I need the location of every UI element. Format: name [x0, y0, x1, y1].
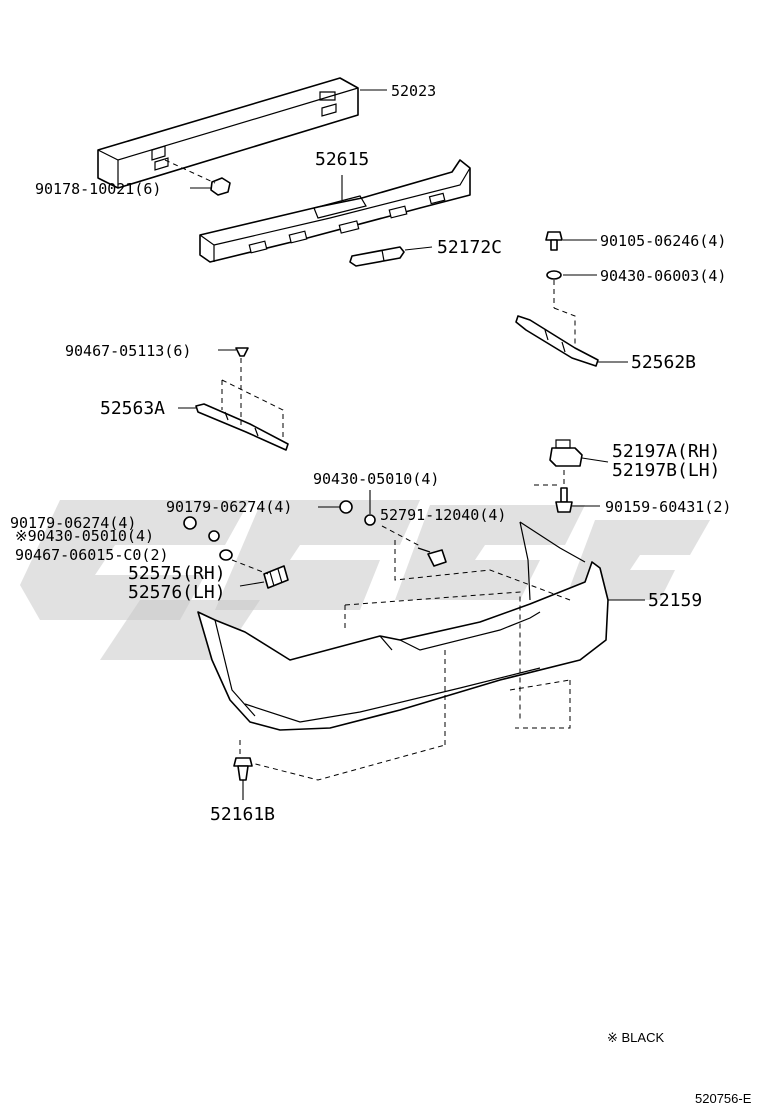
bumper-cover-52159 — [197, 521, 609, 731]
label-90467a: 90467-05113(6) — [65, 342, 191, 360]
label-52576: 52576(LH) — [128, 582, 226, 603]
clip-52791-icon — [417, 547, 447, 567]
label-52615: 52615 — [315, 149, 369, 170]
retainer-52197-icon — [549, 439, 583, 467]
reinforcement-beam-52023 — [97, 77, 359, 189]
label-90179a: 90179-06274(4) — [166, 498, 292, 516]
bracket-52563a — [195, 403, 289, 451]
label-90178: 90178-10021(6) — [35, 180, 161, 198]
label-52023: 52023 — [391, 82, 436, 100]
washer-90430-05010-icon — [364, 514, 376, 526]
legend-note: ※ BLACK — [607, 1030, 664, 1045]
nut-90178-icon — [210, 177, 231, 196]
label-52172c: 52172C — [437, 237, 502, 258]
clip-90467-05113-icon — [235, 347, 249, 357]
label-90430c: ※90430-05010(4) — [15, 527, 154, 545]
stay-52172c — [349, 246, 405, 267]
nut-90179-a-icon — [339, 500, 353, 514]
nut-90179-b-icon — [183, 516, 197, 530]
bracket-52575-icon — [263, 565, 289, 589]
label-52562b: 52562B — [631, 352, 696, 373]
label-90159: 90159-60431(2) — [605, 498, 731, 516]
label-52197a: 52197A(RH) — [612, 441, 720, 462]
label-52161b: 52161B — [210, 804, 275, 825]
label-52159: 52159 — [648, 590, 702, 611]
label-90467b: 90467-06015-C0(2) — [15, 546, 169, 564]
washer-90430-06003-icon — [546, 270, 562, 280]
label-52575: 52575(RH) — [128, 563, 226, 584]
energy-absorber-52615 — [199, 159, 471, 263]
clip-52161b-icon — [233, 757, 253, 781]
label-90179b: 90179-06274(4) — [10, 514, 136, 532]
diagram-id: 520756-E — [695, 1091, 752, 1106]
label-90430a: 90430-06003(4) — [600, 267, 726, 285]
bolt-90105-icon — [545, 231, 563, 251]
label-52791: 52791-12040(4) — [380, 506, 506, 524]
clip-90467-06015-icon — [219, 549, 233, 561]
label-52563a: 52563A — [100, 398, 165, 419]
label-90430b: 90430-05010(4) — [313, 470, 439, 488]
label-52197b: 52197B(LH) — [612, 460, 720, 481]
label-90105: 90105-06246(4) — [600, 232, 726, 250]
screw-90159-icon — [555, 487, 573, 513]
bracket-52562b — [515, 315, 599, 367]
washer-90430-black-icon — [208, 530, 220, 542]
